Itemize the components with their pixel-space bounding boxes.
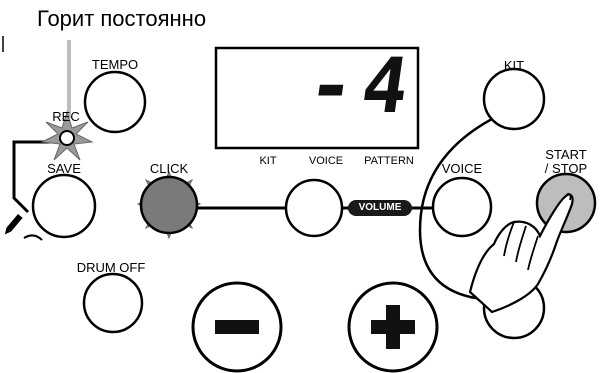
save-button-hit[interactable] bbox=[33, 175, 95, 237]
start-stop-button-hit[interactable] bbox=[537, 174, 595, 232]
click-button-hit[interactable] bbox=[141, 177, 197, 233]
kit-label: KIT bbox=[503, 58, 525, 73]
voice-button bbox=[431, 176, 493, 238]
rec-label: REC bbox=[52, 109, 80, 124]
mode-kit-label: KIT bbox=[259, 155, 277, 167]
save-button bbox=[31, 173, 97, 239]
voice-label: VOICE bbox=[441, 161, 483, 176]
start-label: START bbox=[545, 147, 587, 162]
drum-off-button-hit[interactable] bbox=[84, 274, 142, 332]
volume-button-hit[interactable] bbox=[286, 180, 342, 236]
lcd-value: -4 bbox=[302, 41, 423, 130]
minus-icon bbox=[215, 320, 259, 334]
click-button bbox=[139, 175, 199, 235]
pencil-icon bbox=[4, 214, 23, 235]
volume-center-button bbox=[284, 178, 344, 238]
rec-indicator-icon bbox=[40, 110, 94, 161]
mode-pattern-label: PATTERN bbox=[364, 155, 414, 167]
minus-button-hit[interactable] bbox=[193, 283, 281, 371]
click-label: CLICK bbox=[149, 161, 189, 176]
tempo-button-hit[interactable] bbox=[85, 72, 145, 132]
tempo-button bbox=[83, 70, 147, 134]
lcd-display bbox=[214, 46, 420, 150]
mode-voice-label: VOICE bbox=[308, 155, 344, 167]
start-stop-label: START / STOP bbox=[545, 148, 587, 175]
voice-button-hit[interactable] bbox=[433, 178, 491, 236]
volume-label: VOLUME bbox=[348, 200, 412, 216]
plus-icon bbox=[371, 305, 415, 349]
save-label: SAVE bbox=[47, 161, 81, 176]
tempo-label: TEMPO bbox=[91, 57, 139, 72]
stop-label: / STOP bbox=[544, 160, 588, 176]
drum-off-label: DRUM OFF bbox=[76, 260, 146, 275]
plus-button-hit[interactable] bbox=[349, 283, 437, 371]
kit-button bbox=[482, 67, 546, 131]
pointing-hand-icon bbox=[468, 193, 574, 314]
kit-button-hit[interactable] bbox=[484, 69, 544, 129]
caption-text: Горит постоянно bbox=[37, 6, 207, 31]
drum-off-button bbox=[82, 272, 144, 334]
